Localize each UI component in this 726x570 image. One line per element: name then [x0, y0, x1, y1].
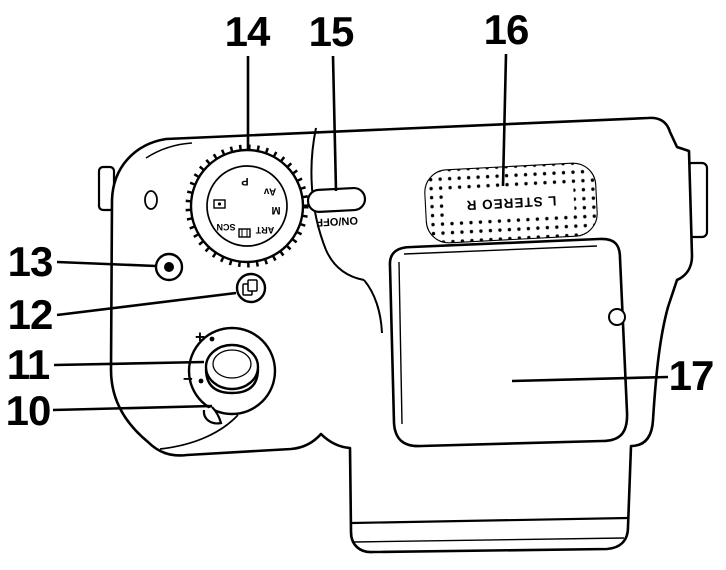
zoom-markings: + −	[183, 328, 215, 389]
callout-line-15	[331, 55, 338, 192]
zoom-in-dot	[209, 336, 215, 342]
callout-number-11: 11	[6, 341, 50, 388]
callout-leader-lines	[52, 53, 669, 412]
grip-detail-lines	[351, 516, 629, 543]
hinge-screw	[608, 308, 626, 326]
dial-knurling	[185, 144, 309, 268]
auto-mode-icon	[213, 199, 226, 209]
zoom-out-dot	[198, 378, 204, 384]
callout-number-12: 12	[7, 291, 54, 338]
callout-number-15: 15	[308, 8, 355, 55]
power-label: ON/OFF	[316, 214, 358, 228]
zoom-in-label: +	[195, 328, 205, 347]
callout-number-17: 17	[668, 352, 715, 399]
callout-line-11	[53, 360, 205, 367]
power-button: ON/OFF	[306, 186, 367, 228]
callout-number-16: 16	[483, 6, 530, 53]
callout-line-12	[56, 291, 237, 317]
callout-number-10: 10	[5, 387, 52, 434]
callout-line-17	[511, 375, 669, 383]
zoom-lever-tab	[202, 406, 223, 425]
callout-line-16	[501, 53, 508, 187]
mode-dial-label-m: M	[271, 204, 280, 216]
mode-dial-label-p: P	[241, 175, 248, 187]
mode-dial-label-art: ART	[255, 225, 274, 235]
movie-mode-icon	[238, 228, 251, 238]
stereo-label: L STEREO R	[465, 193, 556, 213]
flash-cover-flap	[388, 237, 629, 448]
zoom-out-label: −	[183, 370, 193, 389]
drive-mode-button	[235, 272, 267, 304]
body-crease-lines	[145, 127, 383, 450]
shutter-button	[204, 343, 260, 395]
movie-record-button	[154, 252, 184, 282]
stereo-microphone-grille: L STEREO R	[424, 162, 598, 244]
mode-dial-label-scn: SCN	[216, 222, 235, 232]
callout-number-14: 14	[224, 8, 271, 55]
callout-line-13	[56, 260, 157, 268]
af-window	[144, 190, 158, 210]
callout-number-13: 13	[7, 238, 54, 285]
mode-dial-label-av: Av	[263, 186, 276, 197]
callout-line-10	[52, 404, 213, 412]
